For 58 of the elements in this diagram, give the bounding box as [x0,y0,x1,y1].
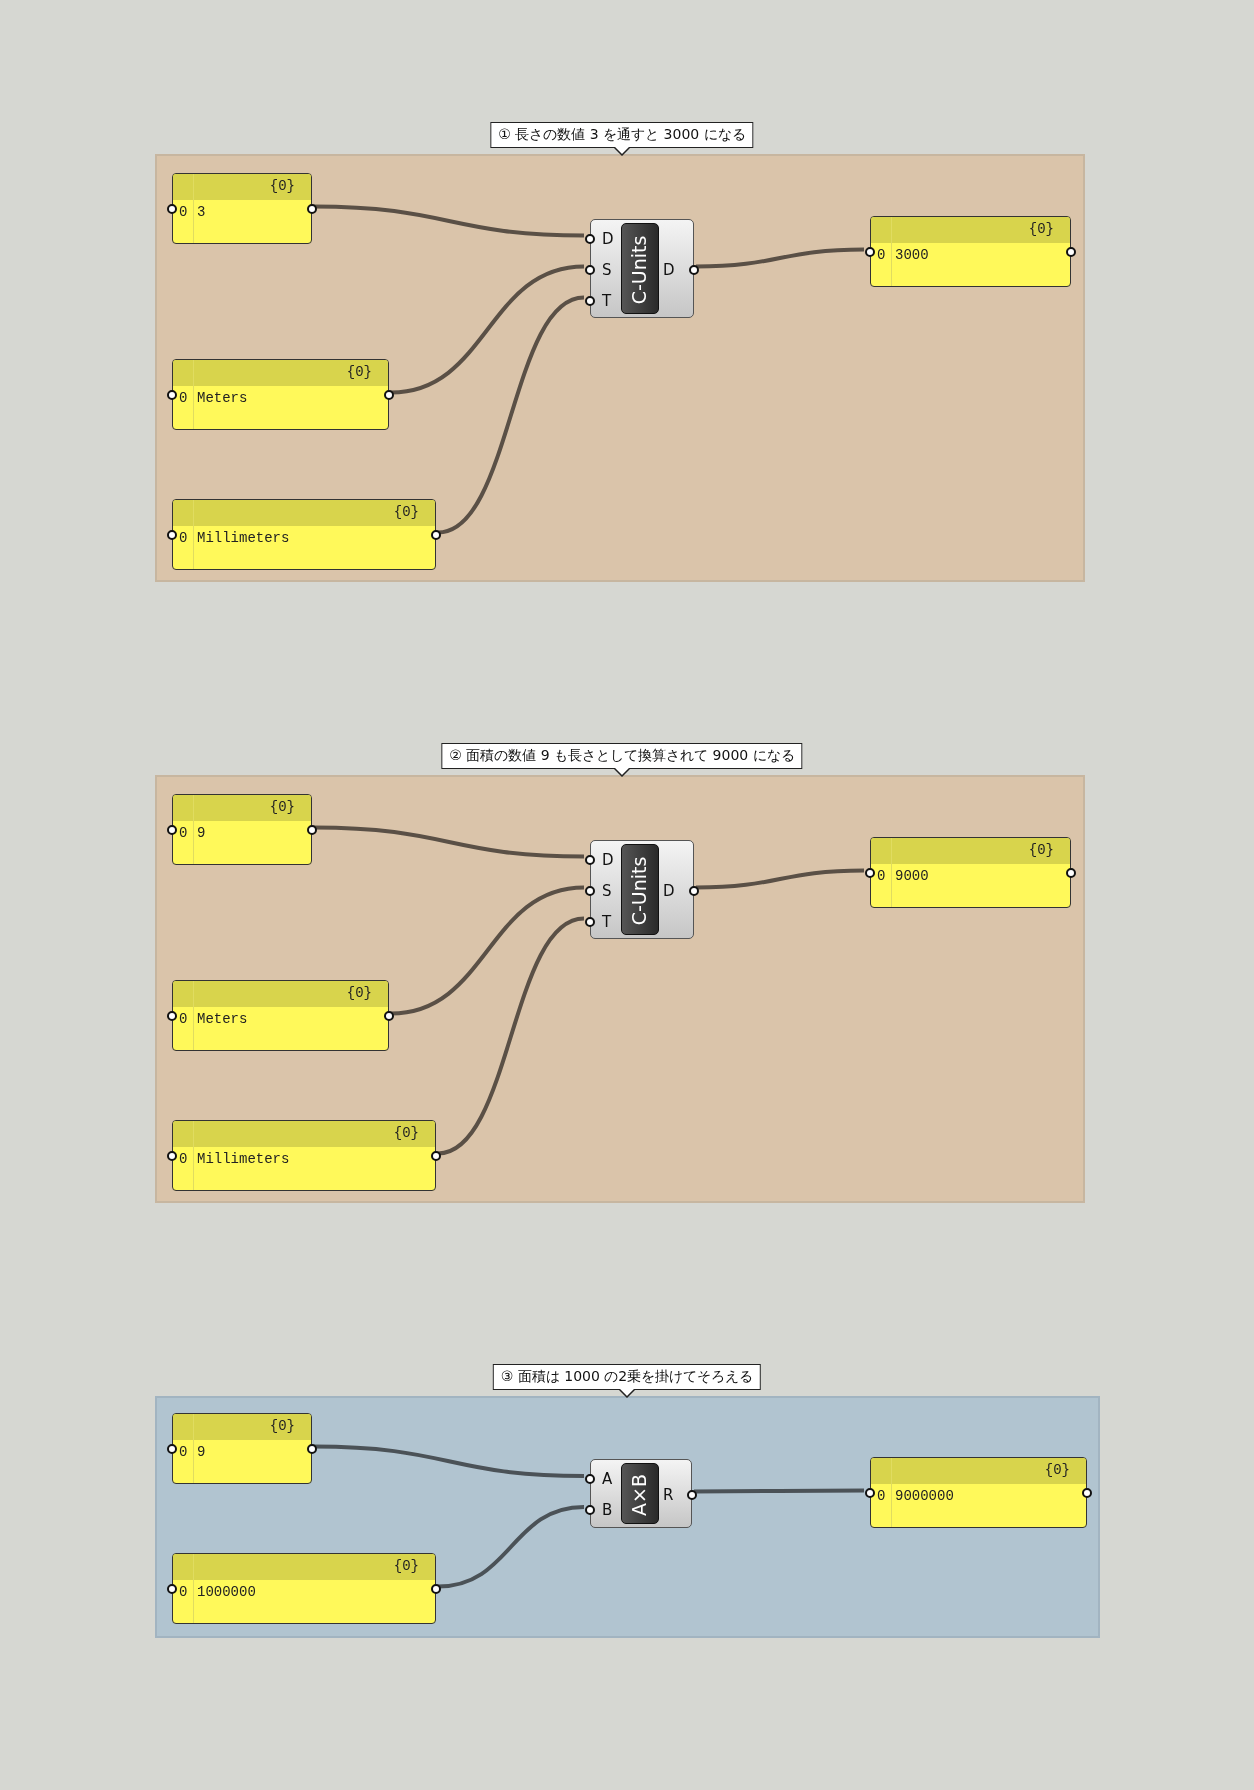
index-label: 0 [877,1488,886,1504]
wire [437,295,585,535]
wire [313,204,585,238]
value-text: 9 [197,825,206,841]
component-name: C-Units [628,856,650,925]
path-label: {0} [1028,842,1054,858]
value-text: Millimeters [197,530,290,546]
input-name: D [602,229,614,248]
input-name: A [602,1470,613,1488]
input-name: D [602,850,614,869]
input-name: T [602,291,612,310]
wire [695,247,865,269]
wire [313,825,585,859]
input-name: T [602,912,612,931]
index-label: 0 [179,1011,188,1027]
wire [390,264,585,395]
index-label: 0 [179,390,188,406]
path-label: {0} [269,799,295,815]
output-name: R [663,1485,674,1504]
wire [437,1505,585,1589]
path-label: {0} [269,178,295,194]
value-text: Meters [197,390,248,406]
index-label: 0 [877,247,886,263]
wire [313,1444,585,1478]
value-text: 9000000 [895,1488,954,1504]
value-text: 3 [197,204,206,220]
component-name: A×B [628,1473,650,1516]
wire [390,885,585,1016]
index-label: 0 [179,825,188,841]
output-name: D [663,260,675,279]
path-label: {0} [1044,1462,1070,1478]
index-label: 0 [179,1584,188,1600]
index-label: 0 [179,530,188,546]
value-text: 9000 [895,868,929,884]
index-label: 0 [179,1151,188,1167]
value-text: Meters [197,1011,248,1027]
value-text: 1000000 [197,1584,256,1600]
value-text: 3000 [895,247,929,263]
path-label: {0} [393,1125,419,1141]
path-label: {0} [393,1558,419,1574]
wire [694,1488,864,1494]
value-text: Millimeters [197,1151,290,1167]
input-name: S [602,260,612,279]
path-label: {0} [1028,221,1054,237]
input-name: S [602,881,612,900]
value-text: 9 [197,1444,206,1460]
wire [437,916,585,1156]
wire [695,868,865,890]
index-label: 0 [179,1444,188,1460]
path-label: {0} [346,364,372,380]
index-label: 0 [179,204,188,220]
component-name: C-Units [628,235,650,304]
path-label: {0} [346,985,372,1001]
index-label: 0 [877,868,886,884]
path-label: {0} [269,1418,295,1434]
path-label: {0} [393,504,419,520]
output-name: D [663,881,675,900]
input-name: B [602,1501,613,1519]
